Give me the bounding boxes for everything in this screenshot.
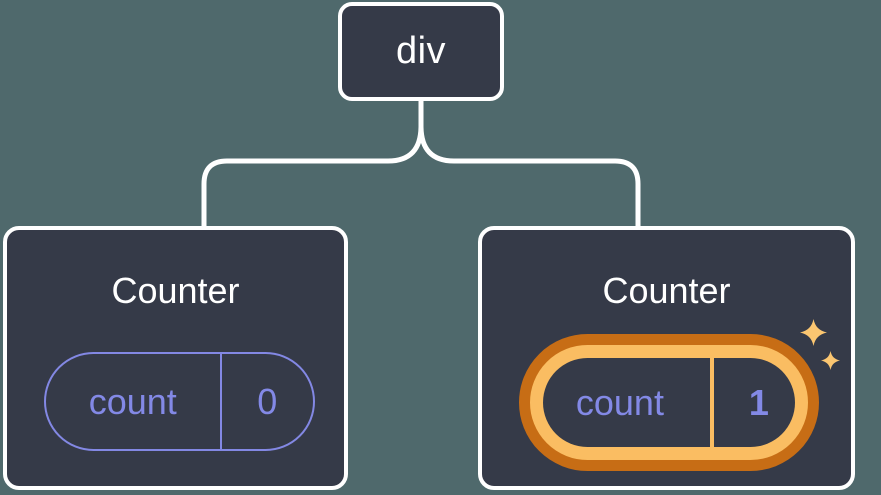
sparkle-icon-small bbox=[821, 351, 840, 370]
sparkles-icon bbox=[800, 319, 827, 346]
root-node-label: div bbox=[395, 30, 447, 72]
counter-card-title: Counter bbox=[602, 270, 731, 311]
root-node-div: div bbox=[338, 2, 504, 101]
counter-card-right: Counter count 1 bbox=[478, 226, 855, 490]
state-key-label: count bbox=[575, 381, 664, 423]
connector-left-branch bbox=[201, 98, 424, 231]
state-value: 0 bbox=[257, 380, 278, 422]
state-pill-highlighted: count 1 bbox=[519, 334, 819, 471]
state-pill-inner bbox=[543, 358, 795, 447]
state-value: 1 bbox=[748, 381, 769, 423]
counter-card-title: Counter bbox=[111, 270, 240, 311]
connector-right-branch bbox=[418, 98, 641, 231]
pill-divider bbox=[709, 345, 714, 460]
state-key-label: count bbox=[46, 354, 222, 449]
state-pill: count 0 bbox=[44, 352, 315, 451]
counter-card-left: Counter count 0 bbox=[3, 226, 348, 490]
